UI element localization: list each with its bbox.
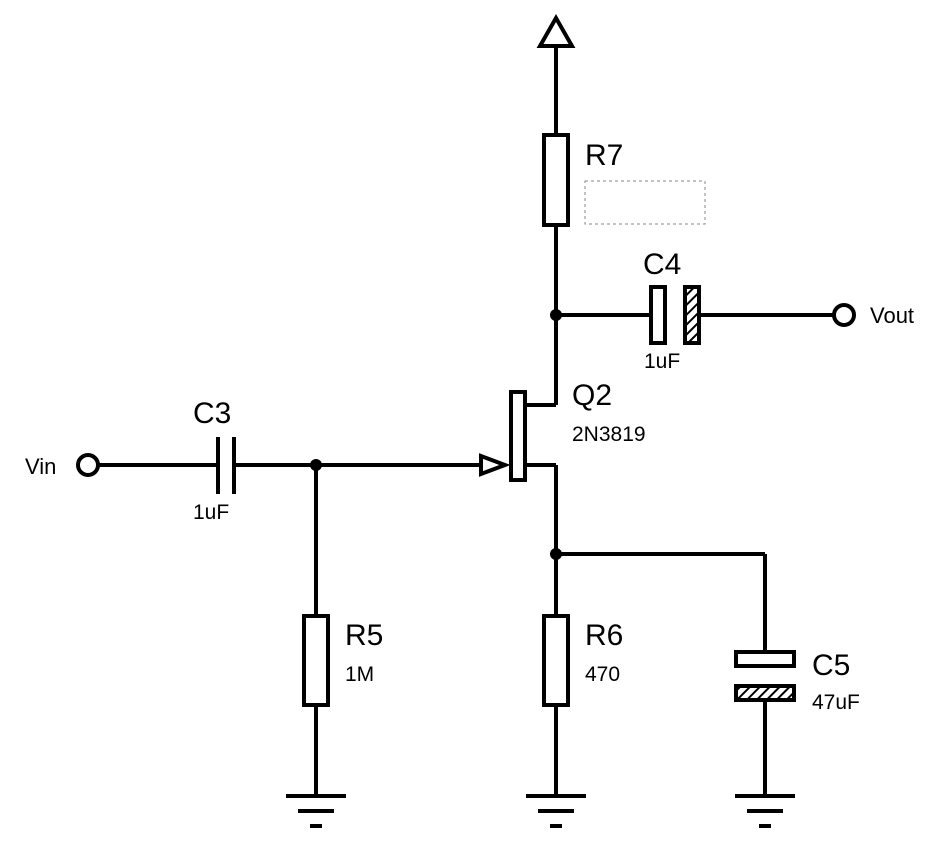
q2-ref: Q2 <box>572 379 612 412</box>
supply-arrow-icon <box>536 13 576 135</box>
c4-ref: C4 <box>643 248 681 281</box>
q2-value: 2N3819 <box>572 423 646 446</box>
r5-ref: R5 <box>345 619 383 652</box>
resistor-r5[interactable] <box>302 614 330 707</box>
c3-ref: C3 <box>193 397 231 430</box>
r5-value: 1M <box>345 663 374 686</box>
vin-label: Vin <box>25 454 56 479</box>
vout-label: Vout <box>870 303 914 328</box>
r7-ref: R7 <box>585 139 623 172</box>
resistor-r7[interactable] <box>542 133 570 227</box>
c5-ref: C5 <box>812 649 850 682</box>
vout-terminal[interactable] <box>832 303 856 327</box>
resistor-r6[interactable] <box>542 614 570 707</box>
vin-terminal[interactable] <box>76 453 100 477</box>
r6-value: 470 <box>585 663 620 686</box>
capacitor-c3[interactable] <box>216 437 236 494</box>
ground-icon <box>526 794 586 828</box>
r6-ref: R6 <box>585 619 623 652</box>
c3-value: 1uF <box>193 501 229 524</box>
c5-value: 47uF <box>812 691 860 714</box>
ground-icon <box>286 794 346 828</box>
capacitor-c4[interactable] <box>649 285 701 345</box>
r7-value-placeholder[interactable] <box>584 180 706 225</box>
ground-icon <box>735 794 795 828</box>
c4-value: 1uF <box>644 350 680 373</box>
capacitor-c5[interactable] <box>734 650 796 702</box>
